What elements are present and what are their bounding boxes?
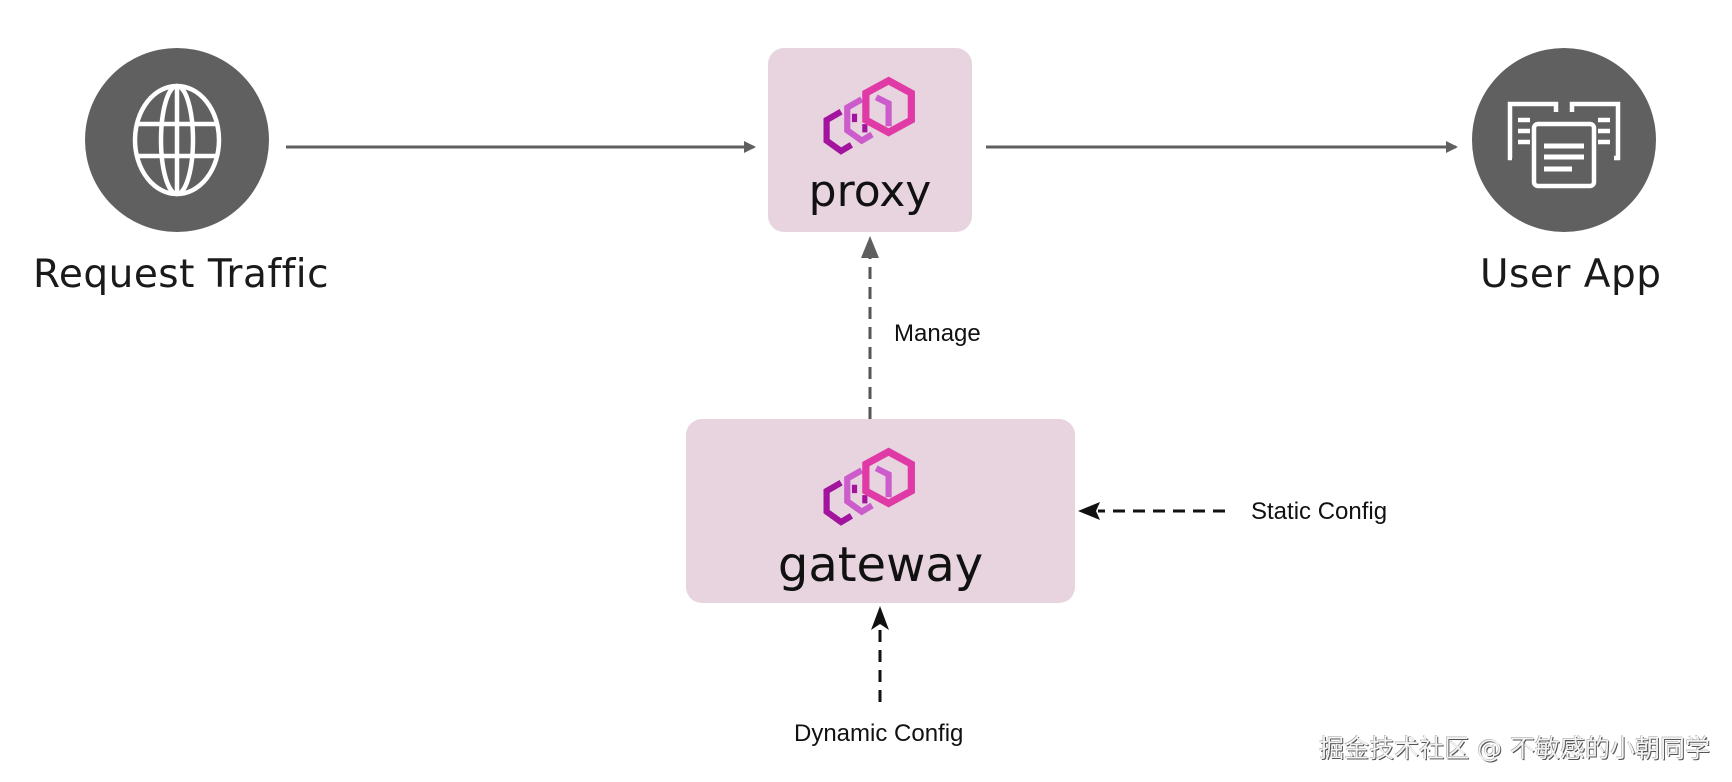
proxy-node: proxy — [768, 48, 972, 232]
node-circle — [1472, 48, 1656, 232]
user-app-node — [1472, 48, 1656, 232]
arrowhead-manage — [861, 236, 879, 258]
gateway-label: gateway — [777, 537, 984, 593]
watermark: 掘金技术社区 @ 不敏感的小朝同学 — [1319, 734, 1710, 763]
dynamic-config-label: Dynamic Config — [794, 720, 964, 747]
arrowhead-dynamic-config — [871, 606, 889, 630]
gateway-node: gateway — [686, 419, 1075, 603]
globe-icon — [132, 83, 222, 197]
app-windows-icon — [1507, 101, 1621, 189]
envoy-logo-icon — [808, 439, 932, 543]
envoy-logo-icon — [808, 68, 932, 172]
user-app-label: User App — [1480, 252, 1662, 297]
proxy-label: proxy — [808, 166, 932, 217]
request-traffic-label: Request Traffic — [33, 252, 330, 297]
static-config-label: Static Config — [1251, 498, 1388, 525]
arrowhead-static-config — [1078, 502, 1100, 520]
manage-label: Manage — [894, 320, 981, 347]
request-traffic-node — [85, 48, 269, 232]
